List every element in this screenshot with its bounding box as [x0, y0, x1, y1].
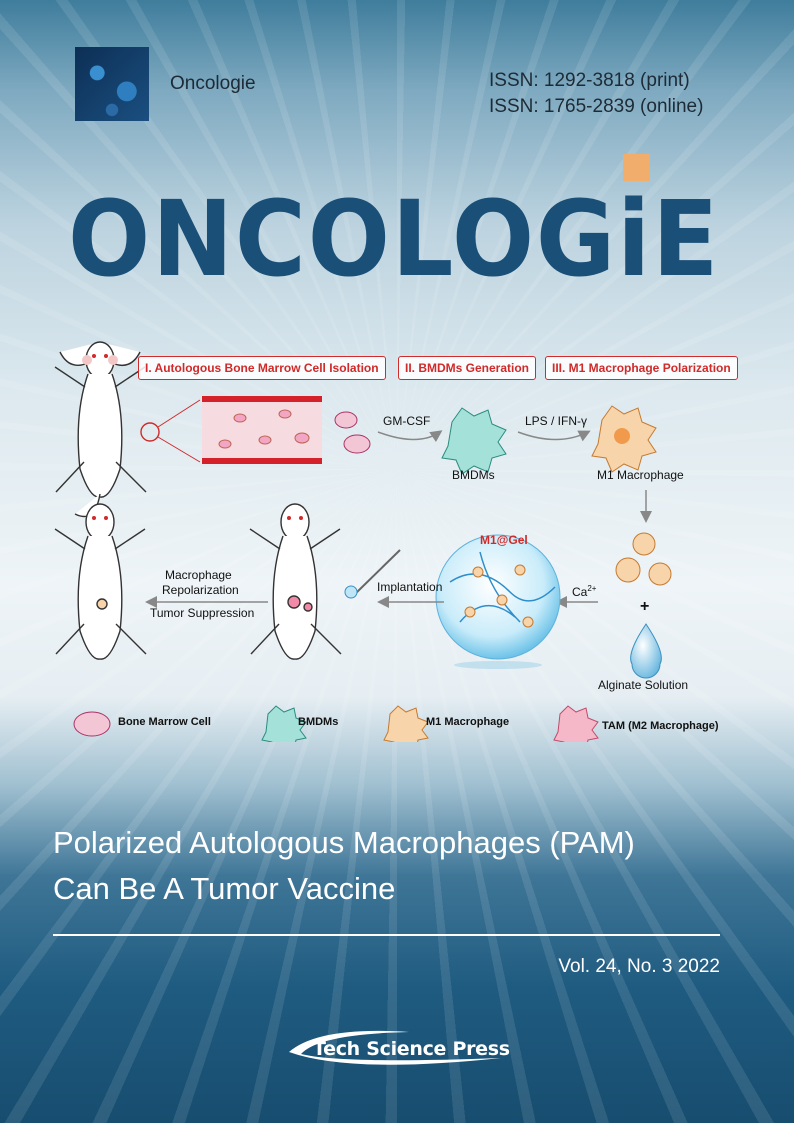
lps-label: LPS / IFN-γ [525, 414, 588, 428]
legend-bmdms: BMDMs [298, 716, 339, 728]
figure-drawing [54, 341, 672, 742]
journal-name: Oncologie [170, 73, 256, 94]
article-title-line-2: Can Be A Tumor Vaccine [53, 871, 396, 906]
issn-block: ISSN: 1292-3818 (print) ISSN: 1765-2839 … [489, 68, 703, 120]
mouse-suppressed-icon [54, 503, 147, 660]
masthead-title: ONCOLOGiE [68, 178, 721, 300]
publisher-logo: Tech Science Press [283, 1030, 513, 1068]
m1-macrophage-label: M1 Macrophage [597, 468, 684, 482]
implantation-label: Implantation [377, 580, 443, 594]
bmdm-cell [441, 407, 507, 475]
volume-info: Vol. 24, No. 3 2022 [558, 956, 720, 977]
journal-logo-image [75, 47, 149, 121]
legend-tam: TAM (M2 Macrophage) [602, 720, 719, 732]
divider [53, 934, 720, 936]
suppression-label: Tumor Suppression [150, 606, 255, 620]
bone-marrow-tube [202, 396, 322, 464]
mouse-treated-icon [249, 503, 342, 660]
legend-tam-icon [553, 705, 599, 742]
graphical-abstract: I. Autologous Bone Marrow Cell Isolation… [40, 322, 760, 742]
repolarization-label-2: Repolarization [162, 583, 239, 597]
m1-gel-label: M1@Gel [480, 533, 528, 547]
plus-label: + [640, 598, 650, 615]
legend-bone-marrow-icon [73, 711, 111, 737]
legend-m1: M1 Macrophage [426, 716, 510, 728]
mouse-donor-icon [54, 341, 160, 518]
article-title-line-1: Polarized Autologous Macrophages (PAM) [53, 825, 635, 860]
legend-bone-marrow: Bone Marrow Cell [118, 716, 211, 728]
issn-online: ISSN: 1765-2839 (online) [489, 96, 704, 117]
legend-m1-icon [383, 705, 429, 742]
legend-bmdm-icon [261, 705, 307, 742]
title-accent-square [623, 154, 650, 181]
alginate-drop [630, 623, 662, 679]
publisher-name: Tech Science Press [313, 1038, 510, 1060]
stage-1-box: I. Autologous Bone Marrow Cell Isolation [138, 356, 386, 380]
calcium-label: Ca2+ [572, 584, 597, 599]
stage-3-box: III. M1 Macrophage Polarization [545, 356, 738, 380]
gm-csf-label: GM-CSF [383, 414, 431, 428]
issn-print: ISSN: 1292-3818 (print) [489, 70, 690, 91]
article-title: Polarized Autologous Macrophages (PAM) C… [53, 820, 753, 912]
bmdms-label: BMDMs [452, 468, 495, 482]
alginate-label: Alginate Solution [598, 678, 689, 692]
stage-2-box: II. BMDMs Generation [398, 356, 537, 380]
repolarization-label-1: Macrophage [165, 568, 232, 582]
